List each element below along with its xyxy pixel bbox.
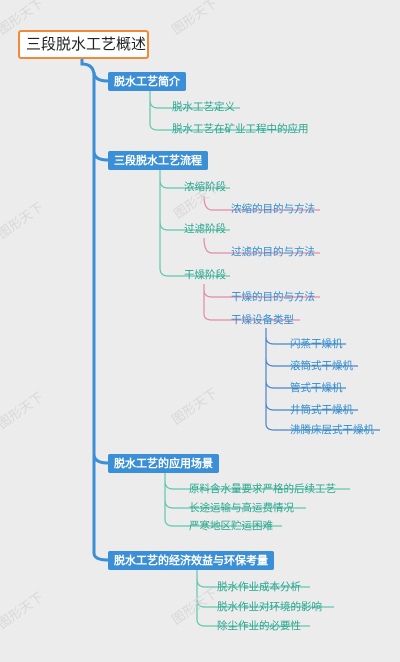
sec3-leaf2-link (164, 499, 306, 509)
section-process[interactable]: 三段脱水工艺流程 (108, 151, 208, 170)
topic-drum-dryer[interactable]: 滚筒式干燥机 (290, 360, 353, 372)
sec2-branch (159, 169, 230, 277)
dryer-type1-link (265, 336, 346, 345)
topic-drying-stage[interactable]: 干燥阶段 (184, 269, 226, 281)
sec3-branch (164, 472, 282, 527)
trunk-to-sec1 (92, 71, 109, 83)
section-applications[interactable]: 脱水工艺的应用场景 (108, 454, 219, 473)
sec2-sub2-link (159, 221, 230, 231)
sec1-leaf1-link (149, 99, 240, 109)
dryer-types-branch (265, 328, 380, 431)
topic-drying-purpose[interactable]: 干燥的目的与方法 (231, 291, 315, 303)
dryer-type2-link (265, 358, 358, 367)
sec4-branch (196, 569, 310, 627)
topic-environmental-impact[interactable]: 脱水作业对环境的影响 (217, 601, 322, 613)
sec3-leaf1-link (164, 480, 350, 490)
sec4-leaf2-link (196, 599, 334, 608)
topic-fluidized-bed-dryer[interactable]: 沸腾床层式干燥机 (290, 424, 374, 436)
topic-dryer-types[interactable]: 干燥设备类型 (231, 314, 294, 326)
sub3-branch (203, 284, 300, 321)
topic-filtration-purpose[interactable]: 过滤的目的与方法 (231, 246, 315, 258)
trunk-to-sec3 (92, 453, 109, 465)
topic-shaft-dryer[interactable]: 井筒式干燥机 (290, 404, 353, 416)
topic-definition[interactable]: 脱水工艺定义 (172, 101, 235, 113)
sub3-detail-link (203, 289, 320, 298)
section-economics[interactable]: 脱水工艺的经济效益与环保考量 (108, 551, 274, 570)
topic-cold-regions[interactable]: 严寒地区贮运困难 (189, 520, 273, 532)
trunk-to-sec2 (92, 150, 109, 162)
topic-flash-dryer[interactable]: 闪蒸干燥机 (290, 338, 343, 350)
section-intro[interactable]: 脱水工艺简介 (108, 72, 186, 91)
topic-filtration-stage[interactable]: 过滤阶段 (184, 223, 226, 235)
sec1-branch (149, 90, 300, 131)
topic-mining-application[interactable]: 脱水工艺在矿业工程中的应用 (172, 123, 309, 135)
root-topic[interactable]: 三段脱水工艺概述 (18, 30, 149, 59)
sub2-detail-link (203, 237, 320, 254)
trunk-line (80, 59, 109, 562)
sec4-leaf1-link (196, 578, 310, 588)
sub1-detail-link (203, 195, 320, 211)
dryer-type3-link (265, 380, 346, 389)
topic-tube-dryer[interactable]: 管式干燥机 (290, 382, 343, 394)
topic-strict-moisture[interactable]: 原料含水量要求严格的后续工艺 (189, 483, 336, 495)
topic-thickening-purpose[interactable]: 浓缩的目的与方法 (231, 203, 315, 215)
sec2-sub1-link (159, 179, 230, 189)
topic-thickening-stage[interactable]: 浓缩阶段 (184, 181, 226, 193)
topic-dust-removal[interactable]: 除尘作业的必要性 (217, 620, 301, 632)
dryer-type4-link (265, 402, 358, 411)
topic-long-transport[interactable]: 长途运输与高运费情况 (189, 502, 294, 514)
topic-cost-analysis[interactable]: 脱水作业成本分析 (217, 581, 301, 593)
